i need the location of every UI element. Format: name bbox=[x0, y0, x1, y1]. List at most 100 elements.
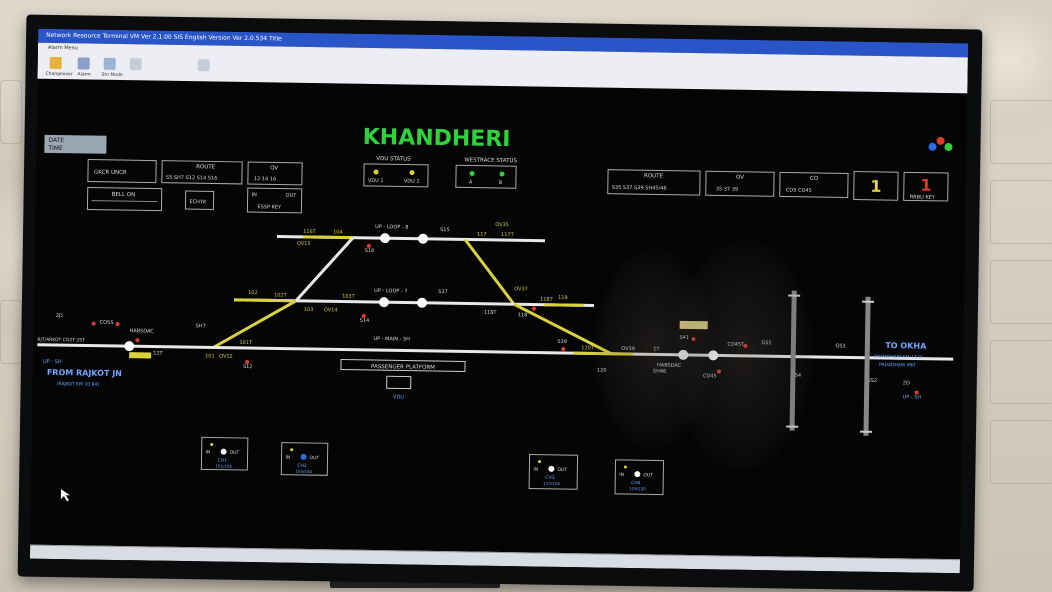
signal-label: GS4 bbox=[791, 373, 801, 379]
wall-tile bbox=[990, 340, 1052, 404]
echyk-button[interactable] bbox=[184, 190, 215, 210]
up-main-track[interactable] bbox=[37, 343, 954, 361]
right-co-values: CO5 CO45 bbox=[786, 187, 812, 193]
bell-box[interactable] bbox=[86, 187, 163, 212]
crossover-track[interactable] bbox=[463, 238, 516, 306]
changeover-button[interactable]: Changeover bbox=[45, 71, 73, 78]
crossing-in: IN bbox=[285, 455, 290, 461]
wall-tile bbox=[990, 180, 1052, 244]
crossing-box[interactable]: IN OUT CH3 115/116 bbox=[528, 453, 579, 490]
track-circuit-node[interactable] bbox=[416, 297, 427, 308]
crossover-track[interactable] bbox=[513, 302, 612, 356]
key-box-yellow[interactable] bbox=[853, 171, 899, 201]
signal-label: S39 bbox=[557, 339, 567, 345]
crossing-name: CH2 bbox=[297, 463, 307, 469]
signal-aspect[interactable] bbox=[531, 306, 536, 311]
track-circuit-node[interactable] bbox=[380, 233, 391, 244]
track-label: 120T bbox=[581, 345, 595, 351]
menu-label[interactable]: Alarm Menu bbox=[47, 44, 79, 52]
left-route-box[interactable] bbox=[161, 160, 243, 185]
track-segment-118t[interactable] bbox=[543, 303, 584, 307]
westrace-a-label: A bbox=[469, 179, 473, 185]
right-route-values: S35 S37 S39 SH45/46 bbox=[612, 185, 667, 192]
crossing-box[interactable]: IN OUT CH4 119/120 bbox=[614, 459, 665, 496]
signal-aspect[interactable] bbox=[561, 346, 566, 351]
track-label: 116T bbox=[303, 229, 317, 235]
track-label: 101T bbox=[239, 340, 253, 346]
bell-label: BELL ON bbox=[112, 192, 136, 198]
vdu-status-box bbox=[363, 163, 429, 188]
crossover-track[interactable] bbox=[294, 236, 355, 302]
gkcr-box[interactable] bbox=[87, 159, 157, 184]
crossing-box[interactable]: IN OUT CH1 101/102 bbox=[200, 436, 249, 471]
mouse-cursor-icon bbox=[60, 489, 70, 502]
alarm-button[interactable]: Alarm bbox=[77, 72, 91, 78]
track-segment-116t[interactable] bbox=[302, 235, 354, 240]
westrace-status-box bbox=[455, 164, 517, 189]
stn-mode-button[interactable]: Stn Mode bbox=[101, 72, 123, 79]
right-route-label: ROUTE bbox=[644, 173, 664, 179]
signal-aspect[interactable] bbox=[914, 390, 919, 395]
crossover-track[interactable] bbox=[212, 299, 297, 349]
to-sub-label-2: PADADHARI MKT bbox=[879, 362, 916, 369]
signal-aspect[interactable] bbox=[361, 313, 366, 318]
left-ov-box[interactable] bbox=[247, 161, 303, 186]
signal-aspect[interactable] bbox=[691, 337, 696, 342]
changeover-icon[interactable] bbox=[49, 56, 62, 70]
track-circuit-node[interactable] bbox=[378, 297, 389, 308]
track-circuit-node[interactable] bbox=[708, 350, 719, 361]
right-ov-box[interactable] bbox=[705, 170, 775, 197]
signal-aspect[interactable] bbox=[366, 243, 371, 248]
signal-aspect[interactable] bbox=[245, 360, 250, 365]
wall-tile bbox=[990, 100, 1052, 164]
key-number-red: 1 bbox=[920, 176, 931, 195]
right-co-box[interactable] bbox=[779, 171, 849, 198]
signal-aspect[interactable] bbox=[91, 321, 96, 326]
crossing-name: CH4 bbox=[631, 480, 641, 486]
up-loop-7-label: UP - LOOP - 7 bbox=[374, 288, 407, 295]
wall-tile bbox=[990, 420, 1052, 484]
train-indicator[interactable] bbox=[679, 320, 708, 330]
westrace-b-label: B bbox=[499, 180, 503, 186]
crossing-box[interactable]: IN OUT CH2 103/104 bbox=[280, 442, 329, 476]
westrace-status-label: WESTRACE STATUS bbox=[464, 157, 517, 164]
mode-icon[interactable] bbox=[103, 57, 116, 70]
level-crossing-gate[interactable] bbox=[863, 296, 871, 436]
level-crossing-gate[interactable] bbox=[789, 290, 797, 431]
wall-tile bbox=[0, 80, 22, 144]
up-signal-left: UP - SH bbox=[43, 359, 62, 365]
track-circuit-node[interactable] bbox=[678, 349, 689, 360]
rrbu-key-box[interactable] bbox=[903, 171, 949, 202]
signal-aspect[interactable] bbox=[135, 338, 140, 343]
track-label: OV35 bbox=[495, 222, 509, 228]
signal-aspect[interactable] bbox=[743, 343, 748, 348]
track-circuit-node[interactable] bbox=[417, 233, 428, 244]
from-sub-label: (RAJKOT KM 10.84) bbox=[57, 381, 100, 388]
vdu2-indicator bbox=[409, 170, 415, 176]
vdu-icon[interactable] bbox=[386, 375, 412, 390]
track-label: OV37 bbox=[514, 286, 528, 292]
crossing-in: IN bbox=[206, 449, 211, 455]
westrace-b-indicator bbox=[499, 171, 505, 177]
train-indicator[interactable] bbox=[129, 352, 152, 359]
track-label: CO45T bbox=[727, 342, 745, 348]
tool-icon[interactable] bbox=[197, 59, 210, 72]
alarm-icon[interactable] bbox=[77, 57, 90, 70]
track-segment-102t[interactable] bbox=[233, 298, 297, 303]
signal-aspect[interactable] bbox=[716, 369, 721, 374]
signal-label: GS3 bbox=[835, 343, 845, 349]
track-segment-120t[interactable] bbox=[573, 351, 634, 356]
right-route-box[interactable] bbox=[607, 169, 701, 196]
track-label: OV14 bbox=[324, 307, 338, 313]
essp-key-box[interactable] bbox=[246, 187, 303, 214]
track-label: 101 bbox=[205, 353, 215, 359]
date-time-box bbox=[44, 134, 107, 154]
track-circuit-node[interactable] bbox=[124, 341, 135, 352]
signal-label: SH46 bbox=[653, 368, 666, 374]
echyk-label: ECHYK bbox=[189, 199, 207, 205]
tool-icon[interactable] bbox=[129, 58, 142, 71]
track-label: 2D bbox=[903, 380, 910, 386]
left-ov-label: OV bbox=[270, 165, 278, 171]
signal-aspect[interactable] bbox=[115, 321, 120, 326]
signal-label: CO45 bbox=[703, 373, 717, 379]
